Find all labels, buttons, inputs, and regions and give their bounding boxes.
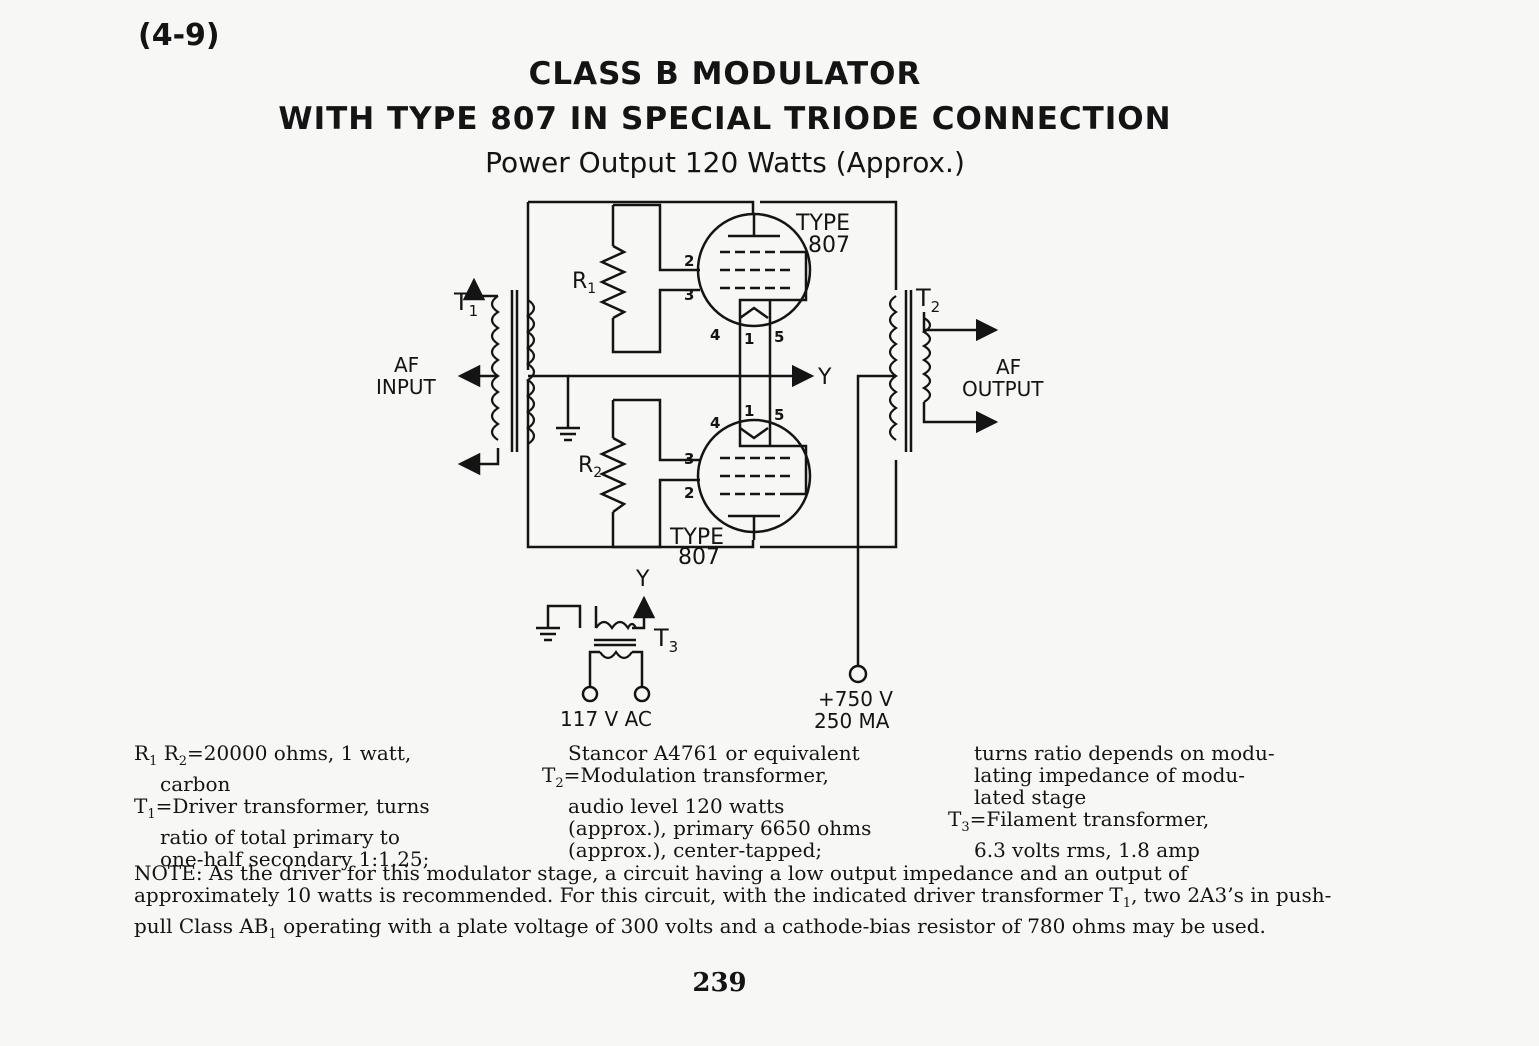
tube-bottom-screen <box>738 426 808 496</box>
hv-supply-label-1: +750 V <box>818 687 893 711</box>
ac-terminal-1 <box>581 685 599 703</box>
r1-label: R1 <box>572 269 596 297</box>
t3-core <box>594 638 636 647</box>
tube-top-screen <box>738 250 808 320</box>
ac-terminal-2 <box>633 685 651 703</box>
top-left-wire <box>526 200 755 370</box>
hv-center-tap-wire <box>856 374 896 666</box>
t2-windings <box>888 295 932 441</box>
resistor-r1 <box>598 244 628 320</box>
title-line-2: WITH TYPE 807 IN SPECIAL TRIODE CONNECTI… <box>278 101 1172 137</box>
subtitle: Power Output 120 Watts (Approx.) <box>485 146 965 179</box>
bottom-left-wire <box>526 380 755 549</box>
y-label-2: Y <box>635 567 650 592</box>
section-reference: (4-9) <box>138 18 220 53</box>
pin-label: 4 <box>710 414 720 432</box>
t2-label: T2 <box>915 284 940 316</box>
t1-label: T1 <box>453 288 478 320</box>
parts-list-line: carbon <box>160 772 231 796</box>
af-output-label-2: OUTPUT <box>962 377 1044 401</box>
t3-label: T3 <box>653 624 678 656</box>
t3-windings <box>595 620 637 660</box>
pin-label: 4 <box>710 326 720 344</box>
tube-top-plate <box>728 214 780 238</box>
tube-bottom-label-2: 807 <box>678 545 720 570</box>
top-right-wire <box>760 200 898 290</box>
parts-list-line: Stancor A4761 or equivalent <box>568 741 860 765</box>
parts-list-line: audio level 120 watts <box>568 794 785 818</box>
parts-list-line: turns ratio depends on modu- <box>974 741 1275 765</box>
page-number: 239 <box>692 968 747 998</box>
af-input-label-1: AF <box>394 353 419 377</box>
hv-supply-label-2: 250 MA <box>814 709 890 733</box>
parts-list-line: T1=Driver transformer, turns <box>134 794 430 822</box>
ground-symbol-2 <box>536 626 560 642</box>
parts-list-line: one-half secondary 1:1.25; <box>160 847 430 871</box>
parts-list-line: (approx.), center-tapped; <box>568 838 823 862</box>
t2-output-lead-bottom <box>922 402 999 434</box>
parts-list-column-3: turns ratio depends on modu-lating imped… <box>948 742 1275 861</box>
parts-list-line: ratio of total primary to <box>160 825 400 849</box>
parts-list-line: lating impedance of modu- <box>974 763 1246 787</box>
tube-top-grids <box>720 250 790 290</box>
y-label-1: Y <box>817 365 832 390</box>
tube-bottom-label-1: TYPE <box>669 525 724 550</box>
tube-bottom-grids <box>720 456 790 496</box>
resistor-r2 <box>598 436 628 514</box>
pin-label: 5 <box>774 328 784 346</box>
pin-label: 2 <box>684 484 694 502</box>
parts-list-line: T2=Modulation transformer, <box>542 763 829 791</box>
af-output-label-1: AF <box>996 355 1021 379</box>
driver-note: NOTE: As the driver for this modulator s… <box>134 861 1332 942</box>
pin-label: 3 <box>684 450 694 468</box>
r1-box <box>611 203 700 354</box>
parts-list-line: lated stage <box>974 785 1087 809</box>
tube-top-label-2: 807 <box>808 233 850 258</box>
tube-top-label-1: TYPE <box>795 211 850 236</box>
ground-symbol-1 <box>556 426 580 442</box>
tube-bottom-plate <box>728 514 780 540</box>
t1-core <box>510 290 519 452</box>
ac-supply-label: 117 V AC <box>560 707 652 731</box>
pin-label: 3 <box>684 286 694 304</box>
pin-label: 1 <box>744 402 754 420</box>
t2-core <box>904 290 913 452</box>
parts-list-line: T3=Filament transformer, <box>948 807 1210 835</box>
t1-input-lead-top <box>462 277 498 301</box>
parts-list-line: R1 R2=20000 ohms, 1 watt, <box>134 741 412 769</box>
filament-bus <box>738 320 772 426</box>
t3-secondary-ground-lead <box>546 604 598 628</box>
pin-label: 1 <box>744 330 754 348</box>
parts-list-line: 6.3 volts rms, 1.8 amp <box>974 838 1200 862</box>
title-line-1: CLASS B MODULATOR <box>528 56 922 92</box>
parts-list-line: (approx.), primary 6650 ohms <box>568 816 872 840</box>
af-input-label-2: INPUT <box>376 375 437 399</box>
hv-terminal <box>848 664 868 684</box>
t1-windings <box>490 295 536 445</box>
pin-label: 5 <box>774 406 784 424</box>
r2-box <box>611 398 700 549</box>
schematic-diagram: TYPE 807 TYPE 807 T1 T2 T3 R1 R2 AF INPU… <box>376 200 1044 733</box>
tube-bottom-heater <box>739 426 769 440</box>
tube-top-heater <box>739 306 769 320</box>
t3-primary-leads <box>588 650 644 688</box>
pin-label: 2 <box>684 252 694 270</box>
bottom-right-wire <box>760 460 898 549</box>
r2-label: R2 <box>578 453 602 481</box>
t1-input-lead-bottom <box>457 448 500 476</box>
